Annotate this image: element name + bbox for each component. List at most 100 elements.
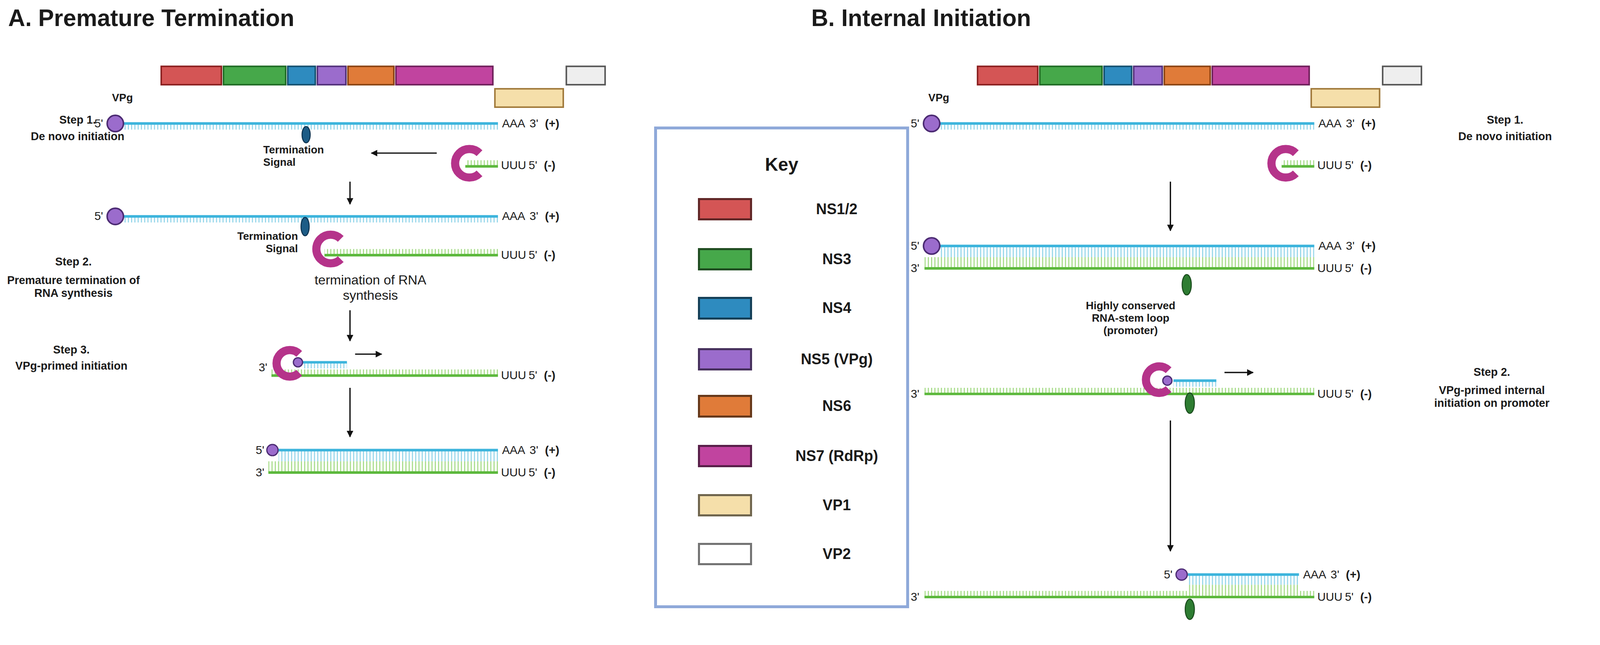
poly-tail-label-holder: UUU bbox=[500, 248, 527, 262]
strand-end-label-holder: 5' bbox=[1163, 567, 1173, 581]
poly-tail-label-holder: AAA bbox=[502, 209, 526, 223]
legend-label: VP2 bbox=[822, 545, 851, 563]
strand-end-label-holder: 3' bbox=[1345, 116, 1355, 131]
poly-tail-label-holder: AAA bbox=[1318, 239, 1342, 253]
legend-label: NS1/2 bbox=[816, 200, 858, 218]
stage-b1 bbox=[923, 115, 1315, 231]
legend-swatch bbox=[697, 247, 753, 271]
strand-end-label-holder: 3' bbox=[910, 261, 920, 275]
strand-end-label-holder: 3' bbox=[255, 465, 265, 479]
strand-end-label-holder: 5' bbox=[94, 116, 103, 131]
poly-tail-label-holder: UUU bbox=[1317, 387, 1343, 401]
poly-tail-label: UUU bbox=[500, 465, 527, 479]
stage-b4 bbox=[924, 568, 1315, 620]
panel-title: A. Premature Termination bbox=[8, 4, 295, 33]
protein-label-holder: VPg bbox=[928, 91, 950, 105]
step-label: Premature termination of RNA synthesis bbox=[3, 273, 144, 300]
protein-label: VPg bbox=[111, 91, 134, 105]
strand-end-label-holder: 5' bbox=[910, 239, 920, 253]
legend-swatch bbox=[697, 493, 753, 517]
step-label-holder: De novo initiation bbox=[30, 130, 125, 143]
strand-sense-label-holder: (-) bbox=[1360, 261, 1372, 275]
strand-sense-label: (-) bbox=[543, 368, 556, 382]
stage-a3 bbox=[271, 350, 498, 437]
strand-sense-label: (+) bbox=[1345, 567, 1361, 581]
legend-swatch bbox=[697, 197, 753, 221]
strand-sense-label-holder: (+) bbox=[1361, 116, 1376, 131]
poly-tail-label: AAA bbox=[1302, 567, 1327, 581]
strand-end-label: 3' bbox=[910, 261, 920, 275]
strand-end-label-holder: 5' bbox=[528, 368, 538, 382]
event-label-holder: termination of RNA synthesis bbox=[304, 272, 437, 303]
poly-tail-label: UUU bbox=[1317, 158, 1343, 172]
poly-tail-label: UUU bbox=[500, 248, 527, 262]
poly-tail-label-holder: UUU bbox=[500, 368, 527, 382]
strand-sense-label-holder: (+) bbox=[1361, 239, 1376, 253]
poly-tail-label: UUU bbox=[1317, 261, 1343, 275]
strand-sense-label-holder: (-) bbox=[1360, 158, 1372, 172]
strand-end-label: 3' bbox=[529, 209, 539, 223]
legend-heading: Key bbox=[657, 129, 907, 176]
poly-tail-label: AAA bbox=[502, 209, 526, 223]
poly-tail-label-holder: UUU bbox=[500, 158, 527, 172]
step-number: Step 1. bbox=[1486, 114, 1524, 127]
legend-swatch bbox=[697, 296, 753, 320]
strand-end-label: 5' bbox=[528, 368, 538, 382]
strand-sense-label-holder: (-) bbox=[543, 465, 556, 479]
step-label-holder: De novo initiation bbox=[1458, 130, 1553, 143]
strand-end-label: 3' bbox=[910, 590, 920, 604]
legend-label-holder: NS5 (VPg) bbox=[800, 350, 873, 368]
stage-a2 bbox=[107, 208, 498, 341]
strand-end-label: 3' bbox=[255, 465, 265, 479]
strand-end-label: 5' bbox=[1345, 261, 1354, 275]
strand-sense-label: (+) bbox=[545, 116, 560, 131]
poly-tail-label-holder: UUU bbox=[500, 465, 527, 479]
legend-label: NS3 bbox=[822, 250, 852, 268]
poly-tail-label: AAA bbox=[502, 116, 526, 131]
strand-end-label-holder: 3' bbox=[1330, 567, 1340, 581]
poly-tail-label: UUU bbox=[500, 368, 527, 382]
step-label-holder: VPg-primed initiation bbox=[15, 359, 128, 373]
strand-sense-label-holder: (-) bbox=[543, 248, 556, 262]
strand-end-label: 5' bbox=[1345, 590, 1354, 604]
strand-sense-label: (-) bbox=[1360, 387, 1372, 401]
strand-end-label: 5' bbox=[910, 239, 920, 253]
strand-end-label: 5' bbox=[255, 442, 265, 457]
poly-tail-label: UUU bbox=[1317, 387, 1343, 401]
event-label: termination of RNA synthesis bbox=[304, 272, 437, 303]
step-number-holder: Step 1. bbox=[59, 114, 96, 127]
strand-sense-label: (+) bbox=[1361, 116, 1376, 131]
strand-end-label-holder: 3' bbox=[529, 209, 539, 223]
legend-label: NS6 bbox=[822, 397, 852, 415]
strand-end-label: 5' bbox=[910, 116, 920, 131]
strand-sense-label: (-) bbox=[543, 248, 556, 262]
step-number: Step 3. bbox=[53, 343, 91, 357]
legend-label-holder: NS7 (RdRp) bbox=[795, 447, 879, 465]
stage-a4 bbox=[266, 444, 498, 473]
signal-label: Termination Signal bbox=[263, 143, 334, 169]
strand-end-label: 5' bbox=[528, 465, 538, 479]
strand-sense-label-holder: (-) bbox=[1360, 387, 1372, 401]
step-number: Step 2. bbox=[1473, 365, 1511, 379]
stage-b3 bbox=[924, 366, 1315, 551]
strand-sense-label: (-) bbox=[1360, 158, 1372, 172]
strand-end-label: 3' bbox=[529, 442, 539, 457]
step-label: VPg-primed initiation bbox=[15, 359, 128, 373]
panel-title: B. Internal Initiation bbox=[811, 4, 1031, 33]
step-number-holder: Step 2. bbox=[55, 255, 93, 269]
legend-label-holder: NS6 bbox=[822, 397, 852, 415]
legend-label-holder: NS1/2 bbox=[816, 200, 858, 218]
strand-sense-label-holder: (+) bbox=[545, 442, 560, 457]
legend-label-holder: NS4 bbox=[822, 299, 852, 317]
step-number: Step 2. bbox=[55, 255, 93, 269]
strand-end-label: 3' bbox=[1345, 116, 1355, 131]
strand-sense-label: (+) bbox=[545, 442, 560, 457]
step-label: De novo initiation bbox=[30, 130, 125, 143]
strand-end-label-holder: 5' bbox=[528, 158, 538, 172]
strand-sense-label-holder: (-) bbox=[543, 158, 556, 172]
strand-sense-label-holder: (-) bbox=[1360, 590, 1372, 604]
poly-tail-label-holder: AAA bbox=[502, 442, 526, 457]
stage-b2 bbox=[923, 237, 1315, 295]
step-label-holder: Premature termination of RNA synthesis bbox=[3, 273, 144, 300]
signal-label-holder: Termination Signal bbox=[263, 143, 334, 169]
